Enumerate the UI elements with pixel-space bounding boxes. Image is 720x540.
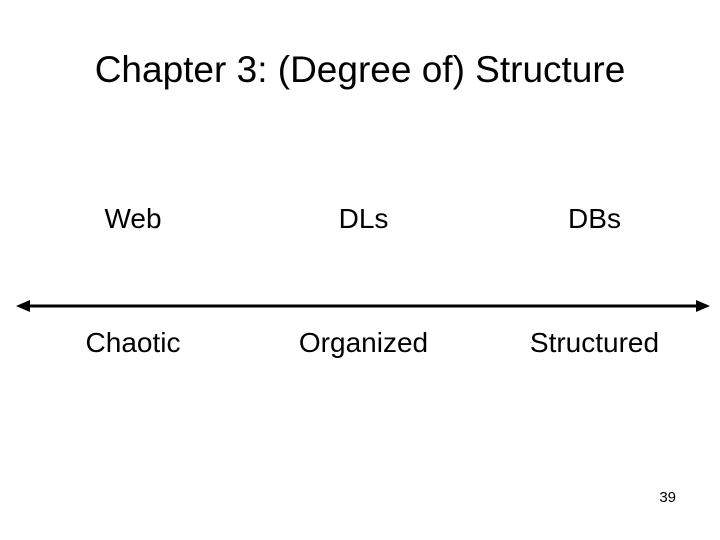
system-label-dls: DLs [338,203,389,234]
system-label-web: Web [104,203,162,234]
systems-row: Web DLs DBs [18,200,710,240]
structure-row: Chaotic Organized Structured [18,324,710,366]
double-headed-arrow-icon [16,296,710,316]
page-number: 39 [659,489,676,506]
system-label-dbs: DBs [568,203,621,234]
page-title: Chapter 3: (Degree of) Structure [94,49,626,90]
structure-label-structured: Structured [529,327,660,358]
structure-label-organized: Organized [298,327,429,358]
structure-label-chaotic: Chaotic [85,327,181,358]
